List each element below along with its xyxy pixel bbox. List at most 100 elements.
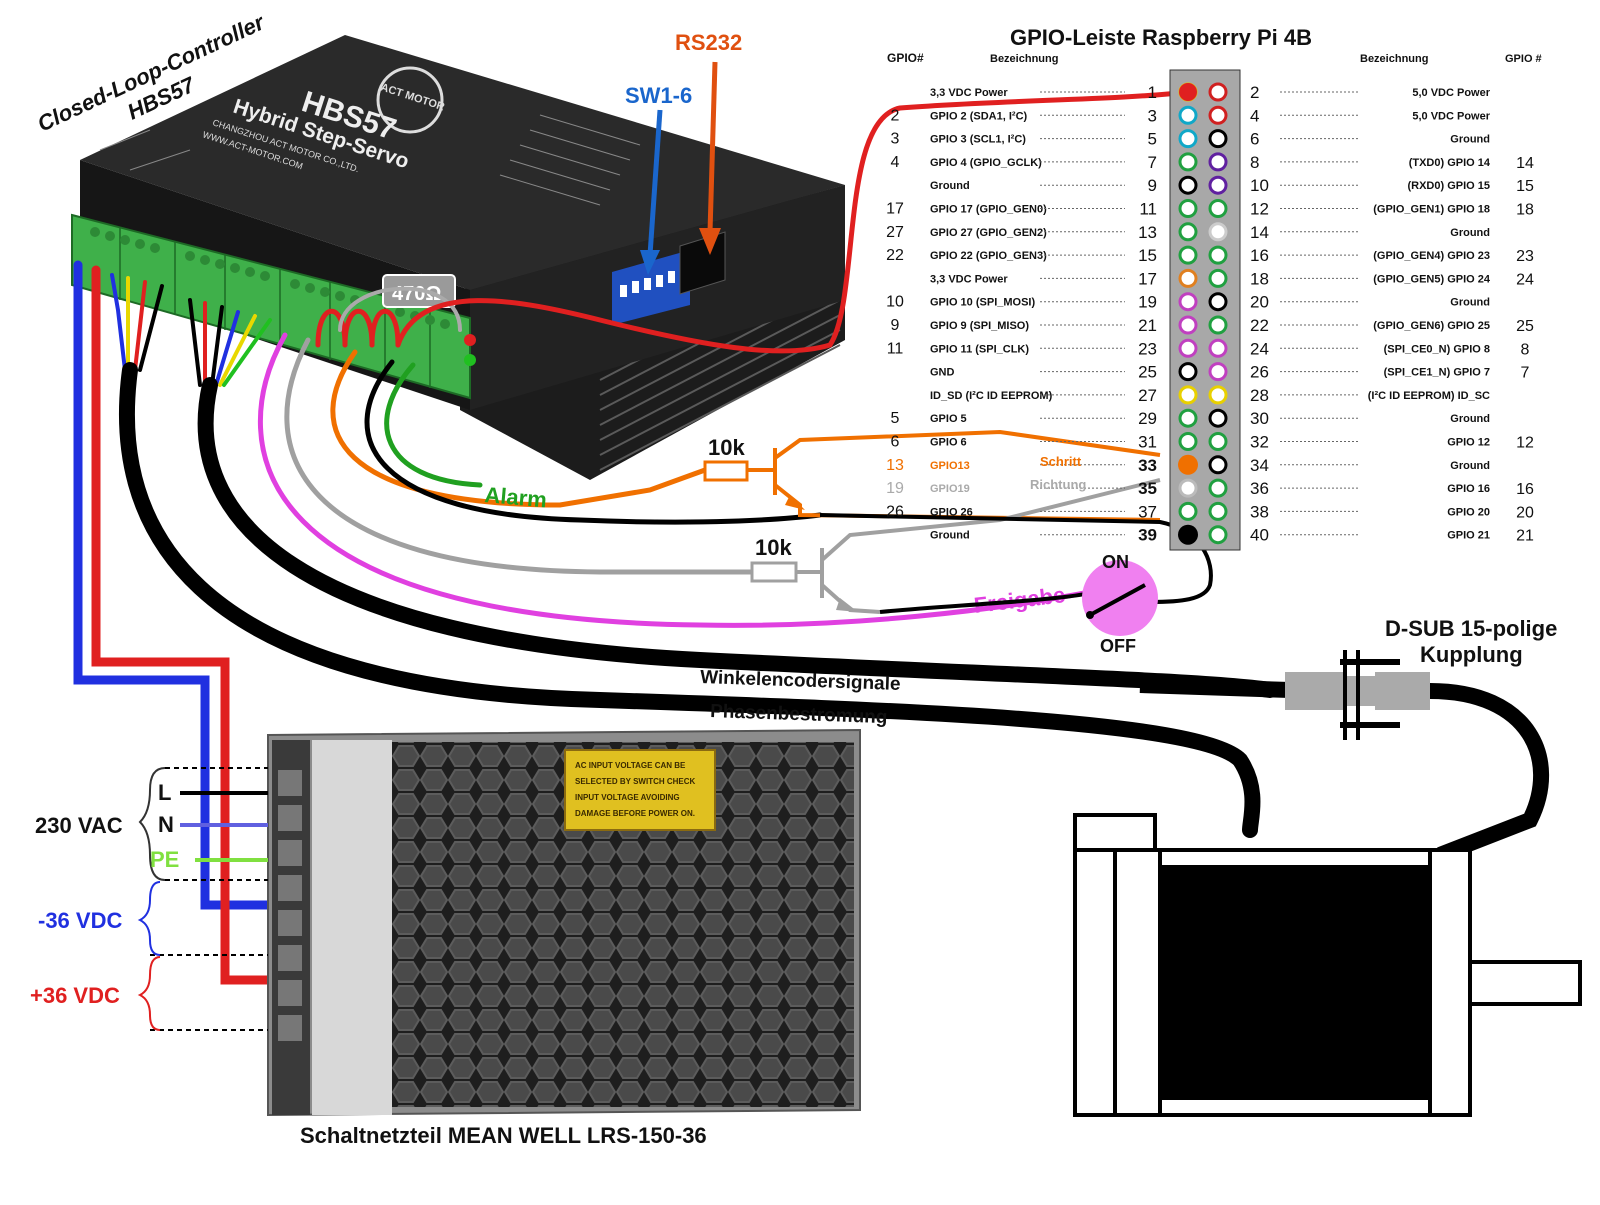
power-supply-lrs-150-36: AC INPUT VOLTAGE CAN BE SELECTED BY SWIT… (267, 728, 861, 1117)
switch-on-label: ON (1102, 552, 1129, 572)
gpio-left-num: 4 (891, 154, 900, 171)
gpio-right-name: GPIO 12 (1447, 437, 1490, 449)
led-red-icon (464, 334, 476, 346)
gpio-pin-icon (1208, 222, 1228, 242)
gpio-pin-icon (1208, 152, 1228, 172)
gpio-left-pin: 29 (1138, 409, 1157, 428)
gpio-right-pin: 36 (1250, 479, 1269, 498)
gpio-right-name: GPIO 20 (1447, 506, 1490, 518)
gpio-left-pin: 31 (1138, 433, 1157, 452)
gpio-right-num: 8 (1521, 341, 1530, 358)
gpio-right-name: (SPI_CE1_N) GPIO 7 (1384, 367, 1490, 379)
act-motor-logo-icon (376, 66, 444, 134)
gpio-right-num: 25 (1516, 318, 1534, 335)
gpio-left-pin: 1 (1148, 83, 1157, 102)
gpio-pin-icon (1208, 408, 1228, 428)
gpio-left-pin: 9 (1148, 176, 1157, 195)
gpio-right-num: 24 (1516, 271, 1534, 288)
gpio-left-num: 11 (887, 340, 904, 357)
resistor-10k-2 (750, 561, 798, 583)
hdr-gpio-right: GPIO # (1505, 53, 1542, 65)
psu-input-wires (137, 767, 268, 1031)
gpio-right-pin: 4 (1250, 106, 1259, 125)
l-label: L (158, 780, 171, 805)
enable-switch[interactable] (1082, 560, 1158, 636)
gpio-right-num: 7 (1521, 365, 1530, 382)
gpio-pin-icon (1178, 268, 1198, 288)
gpio-left-num: 6 (891, 434, 900, 451)
gpio-pin-icon (1178, 152, 1198, 172)
richtung-label: Richtung (1030, 477, 1086, 492)
gpio-left-name: GPIO 9 (SPI_MISO) (930, 320, 1029, 332)
gpio-pin-icon (1178, 199, 1198, 218)
gpio-right-num: 18 (1516, 202, 1534, 219)
r2-label: 10k (755, 535, 792, 560)
gpio-left-pin: 25 (1138, 363, 1157, 382)
gpio-pin-icon (1178, 292, 1198, 312)
r1-label: 10k (708, 435, 745, 460)
led-green-icon (464, 354, 476, 366)
gpio-right-pin: 34 (1250, 456, 1269, 475)
dsub-label-line1: D-SUB 15-polige (1385, 616, 1557, 641)
pin39-connected-icon (1178, 524, 1198, 545)
neg-vdc-label: -36 VDC (38, 908, 122, 933)
gpio-right-name: (TXD0) GPIO 14 (1409, 157, 1491, 169)
gpio-left-name: GPIO 3 (SCL1, I²C) (930, 134, 1026, 146)
gpio-right-name: (RXD0) GPIO 15 (1407, 180, 1490, 192)
warning-line2: SELECTED BY SWITCH CHECK (575, 777, 696, 786)
gpio-left-pin: 17 (1138, 269, 1157, 288)
stepper-motor (1073, 813, 1582, 1117)
gpio-right-pin: 2 (1250, 83, 1259, 102)
gpio-left-name: GPIO 22 (GPIO_GEN3) (930, 250, 1047, 262)
gpio-left-pin: 3 (1148, 106, 1157, 125)
gpio-left-num: 10 (886, 294, 904, 311)
gpio-right-pin: 18 (1250, 269, 1269, 288)
gpio-pin-icon (1178, 245, 1198, 265)
gpio-left-pin: 27 (1138, 386, 1157, 405)
gpio-right-pin: 26 (1250, 363, 1269, 382)
schritt-label: Schritt (1040, 454, 1082, 469)
gpio-right-pin: 16 (1250, 246, 1269, 265)
psu-caption: Schaltnetzteil MEAN WELL LRS-150-36 (300, 1123, 707, 1148)
gpio-left-name: 3,3 VDC Power (930, 87, 1008, 99)
gpio-pin-icon (1208, 175, 1228, 195)
gpio-pin-icon (1208, 292, 1228, 312)
gpio-right-name: GPIO 16 (1447, 483, 1490, 495)
warning-line1: AC INPUT VOLTAGE CAN BE (575, 761, 686, 770)
psu-warning-label (564, 749, 716, 831)
pe-label: PE (150, 847, 179, 872)
vac-label: 230 VAC (35, 813, 123, 838)
gpio-left-pin: 5 (1148, 130, 1157, 149)
controller-hbs57: ACT MOTOR HBS57 Hybrid Step-Servo CHANGZ… (34, 9, 845, 480)
gpio-right-name: GPIO 21 (1447, 530, 1490, 542)
gpio-right-pin: 32 (1250, 433, 1269, 452)
gpio-right-pin: 22 (1250, 316, 1269, 335)
warning-line3: INPUT VOLTAGE AVOIDING (575, 793, 680, 802)
gpio-pin-icon (1178, 175, 1198, 195)
gpio-pin-icon (1208, 385, 1228, 405)
gpio-left-num: 26 (886, 503, 904, 520)
dsub-label-line2: Kupplung (1420, 642, 1523, 667)
gpio-pin-icon (1208, 82, 1228, 102)
gpio-left-pin: 33 (1138, 456, 1157, 475)
hdr-name-right: Bezeichnung (1360, 53, 1428, 65)
gpio-left-num: 13 (886, 457, 904, 474)
gpio-left-name: GPIO 6 (930, 437, 967, 449)
gpio-right-name: Ground (1450, 227, 1490, 239)
hdr-name-left: Bezeichnung (990, 53, 1058, 65)
gpio-left-num: 17 (886, 201, 904, 218)
gpio-right-pin: 8 (1250, 153, 1259, 172)
transistor-circuit (703, 429, 1213, 614)
gpio-pin-icon (1208, 432, 1228, 451)
hdr-gpio-left: GPIO# (887, 51, 924, 65)
gpio-left-num: 2 (891, 107, 900, 124)
gpio-pin-icon (1178, 222, 1198, 242)
n-label: N (158, 812, 174, 837)
warning-line4: DAMAGE BEFORE POWER ON. (575, 809, 695, 818)
pin1-connected-icon (1179, 83, 1197, 101)
gpio-pin-icon (1208, 199, 1228, 218)
gpio-left-pin: 21 (1138, 316, 1157, 335)
gpio-left-name: GPIO13 (930, 460, 970, 472)
